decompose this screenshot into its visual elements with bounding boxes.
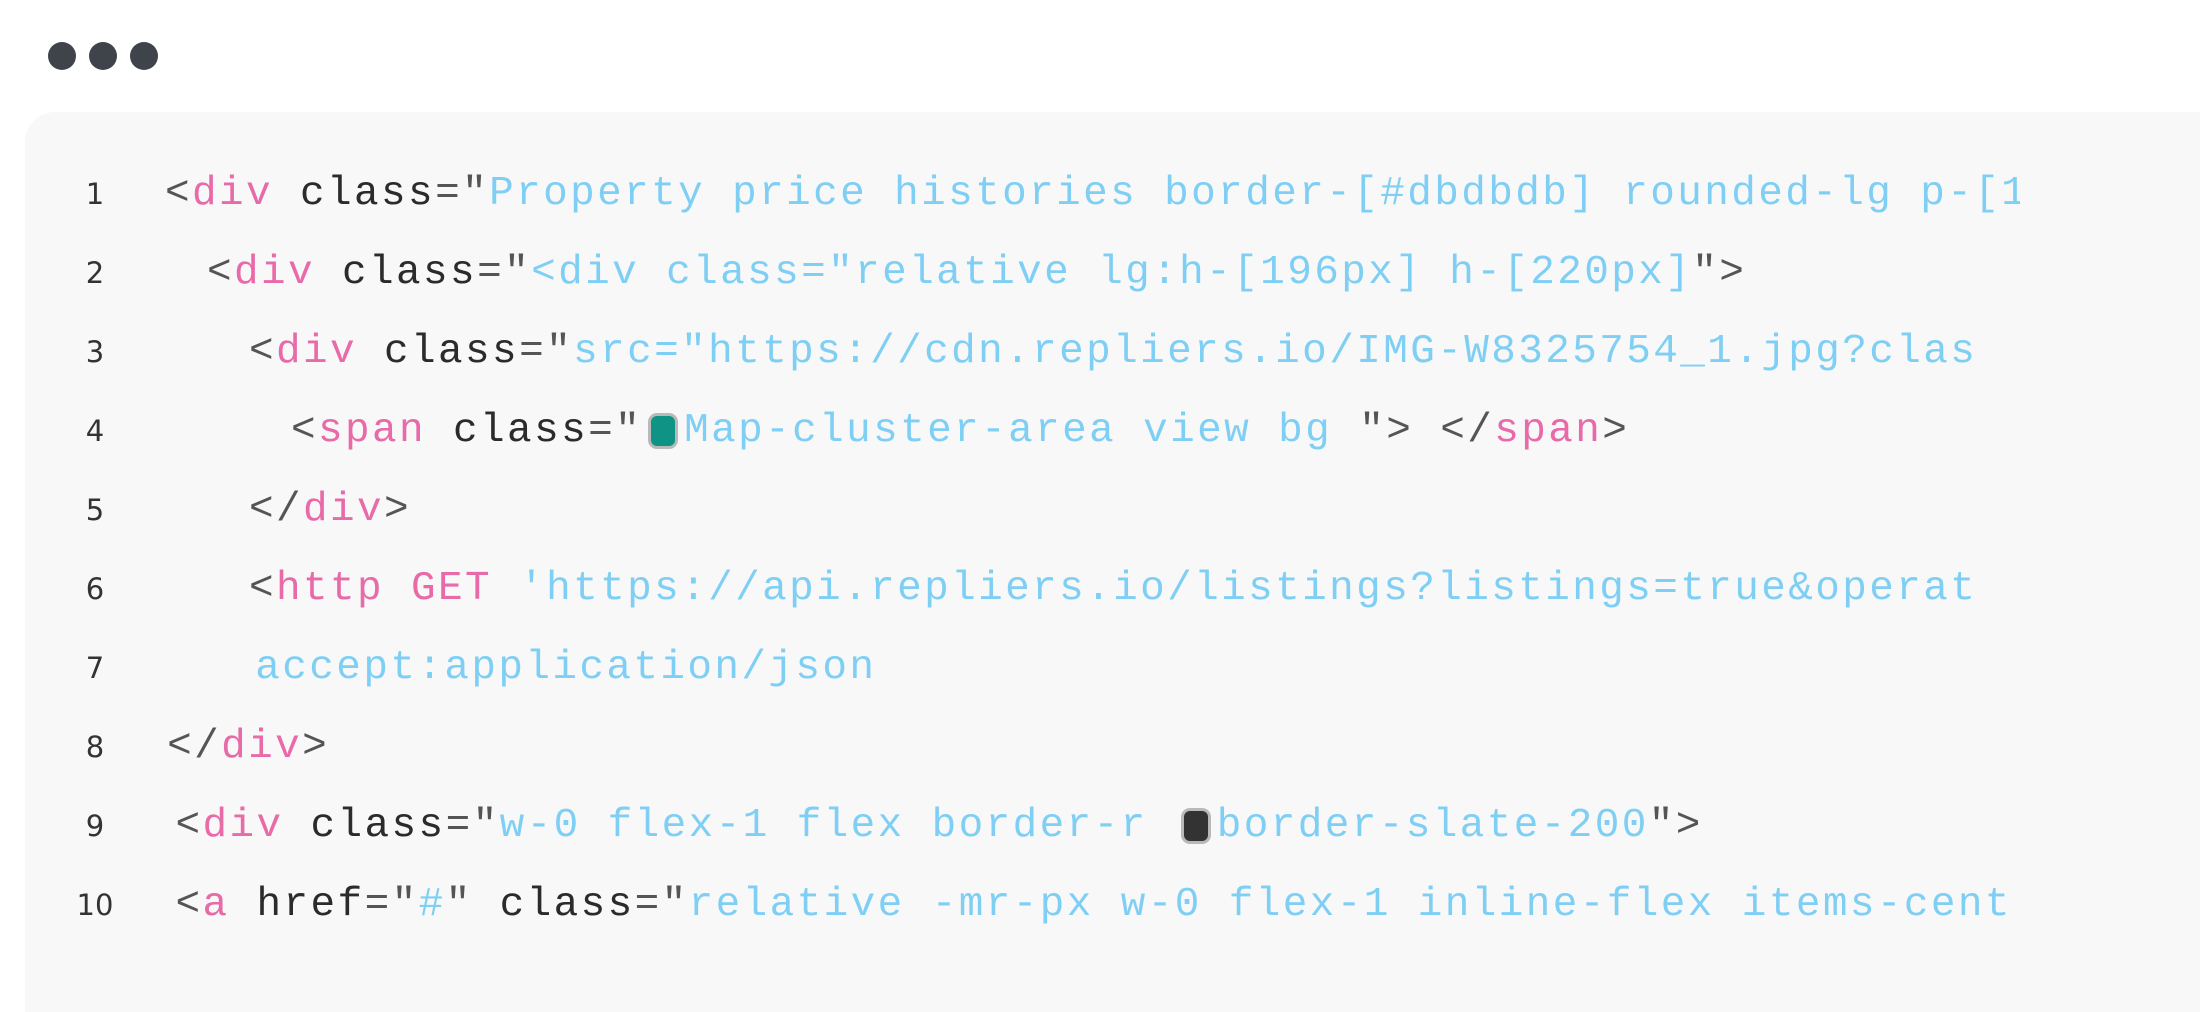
attribute-name: class xyxy=(283,802,446,849)
punctuation: =" xyxy=(364,881,419,928)
string-value: Map-cluster-area view bg xyxy=(684,407,1360,454)
color-swatch-icon xyxy=(648,412,679,449)
code-text: <div class="Property price histories bor… xyxy=(165,171,2020,217)
line-number: 2 xyxy=(85,255,105,290)
string-value: border-slate-200 xyxy=(1216,802,1649,849)
line-number: 6 xyxy=(85,571,105,606)
window-controls xyxy=(48,42,158,70)
tag-name: div xyxy=(221,723,303,770)
line-number: 10 xyxy=(76,887,114,922)
string-value: Property price histories border-[#dbdbdb… xyxy=(489,170,2020,217)
punctuation: =" xyxy=(634,881,689,928)
window-dot-icon[interactable] xyxy=(89,42,117,70)
punctuation: </ xyxy=(249,486,304,533)
punctuation: =" xyxy=(519,328,574,375)
line-number: 7 xyxy=(85,650,105,685)
string-value: src="https://cdn.repliers.io/IMG-W832575… xyxy=(573,328,1978,375)
punctuation: =" xyxy=(588,407,643,454)
code-text: <div class="w-0 flex-1 flex border-r bor… xyxy=(165,803,2025,849)
punctuation: "> xyxy=(1692,249,1747,296)
code-line: 1 <div class="Property price histories bo… xyxy=(25,154,2025,233)
code-text: <div class="<div class="relative lg:h-[1… xyxy=(165,250,2025,296)
code-panel: 1<div class="Property price histories bo… xyxy=(25,112,2200,1012)
code-line: 9 <div class="w-0 flex-1 flex border-r bo… xyxy=(25,786,2025,865)
punctuation: < xyxy=(249,328,277,375)
punctuation: > xyxy=(1602,407,1630,454)
string-value: accept:application/json xyxy=(255,644,877,691)
punctuation: "> xyxy=(1648,802,1703,849)
attribute-name: class xyxy=(357,328,520,375)
string-value: 'https://api.repliers.io/listings?listin… xyxy=(519,565,1978,612)
code-text: <div class="src="https://cdn.repliers.io… xyxy=(165,329,2025,375)
code-line: 2 <div class="<div class="relative lg:h-[… xyxy=(25,233,2025,312)
code-line: 7 accept:application/json xyxy=(25,628,2025,707)
punctuation: "> </ xyxy=(1359,407,1495,454)
code-text: <span class="Map-cluster-area view bg ">… xyxy=(165,408,2025,454)
tag-name: div xyxy=(234,249,316,296)
code-line: 4<span class="Map-cluster-area view bg "… xyxy=(25,391,2025,470)
attribute-name: class xyxy=(273,170,436,217)
code-text: <http GET 'https://api.repliers.io/listi… xyxy=(165,566,2025,612)
string-value: w-0 flex-1 flex border-r xyxy=(499,802,1175,849)
punctuation: < xyxy=(175,802,203,849)
punctuation: " xyxy=(445,881,473,928)
string-value: <div class="relative lg:h-[196px] h-[220… xyxy=(531,249,1693,296)
punctuation: > xyxy=(384,486,412,533)
tag-name: div xyxy=(202,802,284,849)
punctuation: > xyxy=(302,723,330,770)
string-value: # xyxy=(418,881,446,928)
punctuation: < xyxy=(175,881,203,928)
code-line: 10<a href="#" class="relative -mr-px w-0… xyxy=(25,865,2025,944)
punctuation: < xyxy=(249,565,277,612)
tag-name: span xyxy=(318,407,427,454)
code-line: 8 </div> xyxy=(25,707,2025,786)
color-swatch-icon xyxy=(1180,807,1211,844)
window-dot-icon[interactable] xyxy=(48,42,76,70)
line-number: 9 xyxy=(85,808,105,843)
code-text: accept:application/json xyxy=(165,645,2025,691)
line-number: 3 xyxy=(85,334,105,369)
attribute-name: class xyxy=(426,407,589,454)
attribute-name: href xyxy=(229,881,365,928)
window-dot-icon[interactable] xyxy=(130,42,158,70)
string-value: relative -mr-px w-0 flex-1 inline-flex i… xyxy=(688,881,2012,928)
line-number: 1 xyxy=(85,176,105,211)
code-text: </div> xyxy=(165,487,2025,533)
code-line: 6 <http GET 'https://api.repliers.io/list… xyxy=(25,549,2025,628)
punctuation: =" xyxy=(445,802,500,849)
punctuation: =" xyxy=(435,170,490,217)
tag-name: a xyxy=(202,881,230,928)
tag-name: div xyxy=(303,486,385,533)
tag-name: span xyxy=(1494,407,1603,454)
line-number: 4 xyxy=(85,413,105,448)
code-block[interactable]: 1<div class="Property price histories bo… xyxy=(25,154,2025,944)
tag-name: div xyxy=(276,328,358,375)
punctuation: < xyxy=(207,249,235,296)
attribute-name: class xyxy=(472,881,635,928)
tag-name: http GET xyxy=(276,565,520,612)
attribute-name: class xyxy=(315,249,478,296)
line-number: 8 xyxy=(85,729,105,764)
code-text: </div> xyxy=(165,724,2022,770)
code-line: 3 <div class="src="https://cdn.repliers.i… xyxy=(25,312,2025,391)
punctuation: </ xyxy=(167,723,222,770)
tag-name: div xyxy=(192,170,274,217)
code-text: <a href="#" class="relative -mr-px w-0 f… xyxy=(165,882,2025,928)
line-number: 5 xyxy=(85,492,105,527)
punctuation: < xyxy=(165,170,193,217)
punctuation: =" xyxy=(477,249,532,296)
code-line: 5 </div> xyxy=(25,470,2025,549)
punctuation: < xyxy=(291,407,319,454)
